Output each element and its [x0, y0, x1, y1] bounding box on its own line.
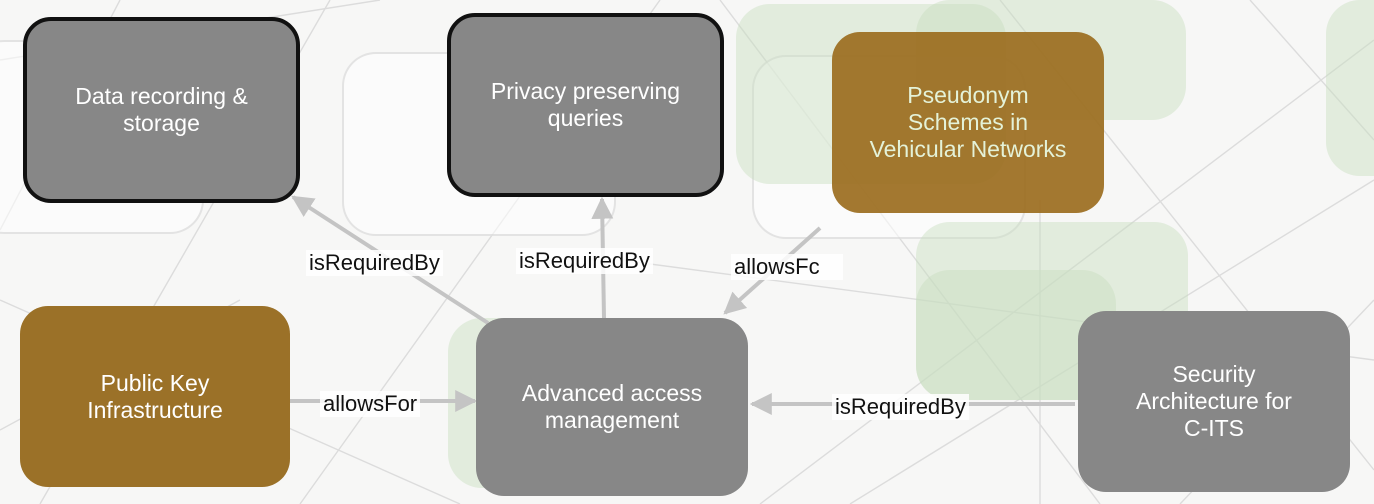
edge-label: isRequiredBy: [306, 250, 443, 276]
node-data-recording[interactable]: Data recording & storage: [23, 17, 300, 203]
node-advanced-access-management[interactable]: Advanced access management: [476, 318, 748, 496]
edge-label: isRequiredBy: [832, 394, 969, 420]
node-label: Public Key Infrastructure: [87, 369, 223, 423]
edge-label: isRequiredBy: [516, 248, 653, 274]
ghost-node: [1326, 0, 1374, 176]
node-label: Advanced access management: [521, 380, 703, 433]
node-label: Security Architecture for C-ITS: [1136, 361, 1292, 441]
node-privacy-queries[interactable]: Privacy preserving queries: [447, 13, 724, 197]
node-security-architecture[interactable]: Security Architecture for C-ITS: [1078, 311, 1350, 492]
edge-label: allowsFor: [320, 391, 421, 417]
node-label: Pseudonym Schemes in Vehicular Networks: [869, 82, 1067, 162]
node-label: Privacy preserving queries: [490, 78, 681, 131]
node-label: Data recording & storage: [75, 83, 248, 136]
node-public-key-infrastructure[interactable]: Public Key Infrastructure: [20, 306, 290, 487]
node-pseudonym-schemes[interactable]: Pseudonym Schemes in Vehicular Networks: [832, 32, 1104, 213]
edge-label: allowsFc: [731, 254, 843, 280]
